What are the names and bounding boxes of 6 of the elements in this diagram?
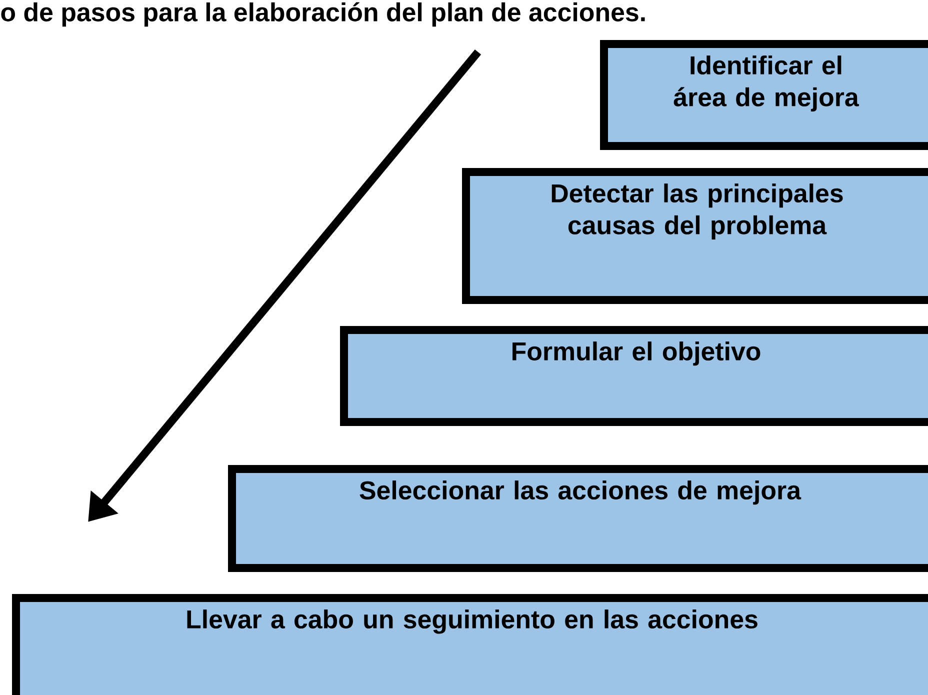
step-box: Detectar las principales causas del problema <box>462 168 928 304</box>
step-box: Formular el objetivo <box>340 326 928 426</box>
step-box: Identificar el área de mejora <box>600 40 928 150</box>
title: o de pasos para la elaboración del plan de acciones. <box>1 2 645 27</box>
step-box: Seleccionar las acciones de mejora <box>228 465 928 572</box>
step-box: Llevar a cabo un seguimiento en las acciones <box>12 594 928 695</box>
